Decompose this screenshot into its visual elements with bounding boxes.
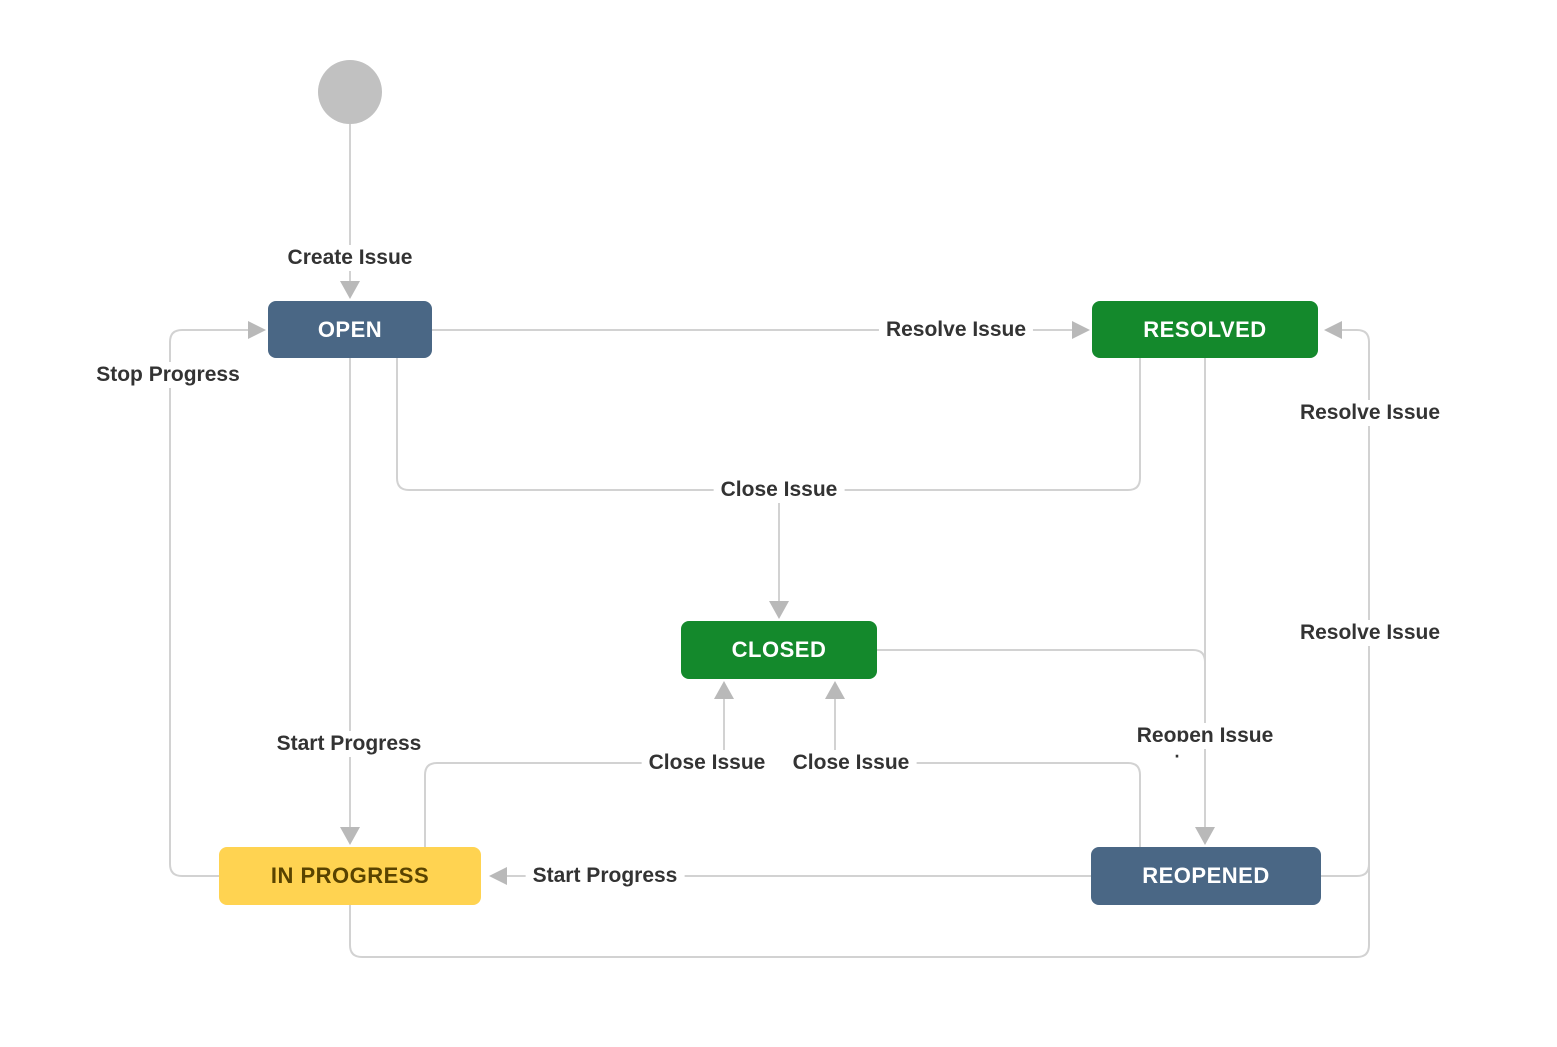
arrowhead-into-inprogress-right xyxy=(489,867,507,885)
arrowhead-into-inprogress-top xyxy=(340,827,360,845)
edge-resolve-issue-from-reopened xyxy=(1321,329,1370,877)
arrowhead-into-closed-top xyxy=(769,601,789,619)
transition-label-start-progress-horizontal: Start Progress xyxy=(525,863,685,889)
state-open-label: OPEN xyxy=(317,316,383,342)
arrowhead-into-reopened-top xyxy=(1195,827,1215,845)
edge-reopen-from-closed xyxy=(877,649,1206,663)
transition-label-create-issue: Create Issue xyxy=(280,245,420,271)
arrowhead-into-resolved-right xyxy=(1324,321,1342,339)
transition-label-start-progress-down: Start Progress xyxy=(269,731,429,757)
transition-label-close-issue-left: Close Issue xyxy=(641,750,773,776)
edge-close-issue-from-open xyxy=(396,358,779,491)
arrowhead-into-closed-bottom-left xyxy=(714,681,734,699)
state-resolved-label: RESOLVED xyxy=(1143,316,1267,342)
edge-close-issue-from-reopened xyxy=(834,699,1141,847)
transition-label-reopen-issue-dot: . xyxy=(1172,741,1182,763)
state-reopened: REOPENED xyxy=(1091,847,1321,905)
edge-resolve-issue-from-inprogress xyxy=(349,660,1370,958)
arrowhead-into-open-left xyxy=(248,321,266,339)
state-in-progress: IN PROGRESS xyxy=(219,847,481,905)
edge-close-issue-from-resolved xyxy=(779,358,1141,491)
transition-label-resolve-issue-open: Resolve Issue xyxy=(878,317,1034,343)
transition-label-reopen-issue: Reopen Issue xyxy=(1129,723,1281,749)
start-node-circle xyxy=(318,60,382,124)
transition-label-resolve-issue-right-bottom: Resolve Issue xyxy=(1292,620,1448,646)
state-open: OPEN xyxy=(268,301,432,358)
transition-label-close-issue-right: Close Issue xyxy=(785,750,917,776)
arrowhead-into-closed-bottom-right xyxy=(825,681,845,699)
state-closed-label: CLOSED xyxy=(731,637,827,662)
state-reopened-label: REOPENED xyxy=(1142,863,1270,888)
transition-label-close-issue-mid: Close Issue xyxy=(713,477,845,503)
state-closed: CLOSED xyxy=(681,621,877,679)
state-in-progress-label: IN PROGRESS xyxy=(270,863,430,888)
transition-label-stop-progress: Stop Progress xyxy=(89,362,247,388)
transition-label-resolve-issue-right-top: Resolve Issue xyxy=(1292,400,1448,426)
arrowhead-into-resolved-left xyxy=(1072,321,1090,339)
state-resolved: RESOLVED xyxy=(1092,301,1318,358)
arrowhead-into-open-top xyxy=(340,281,360,299)
edge-close-issue-from-inprogress xyxy=(424,699,725,847)
edge-stop-progress xyxy=(169,329,248,877)
